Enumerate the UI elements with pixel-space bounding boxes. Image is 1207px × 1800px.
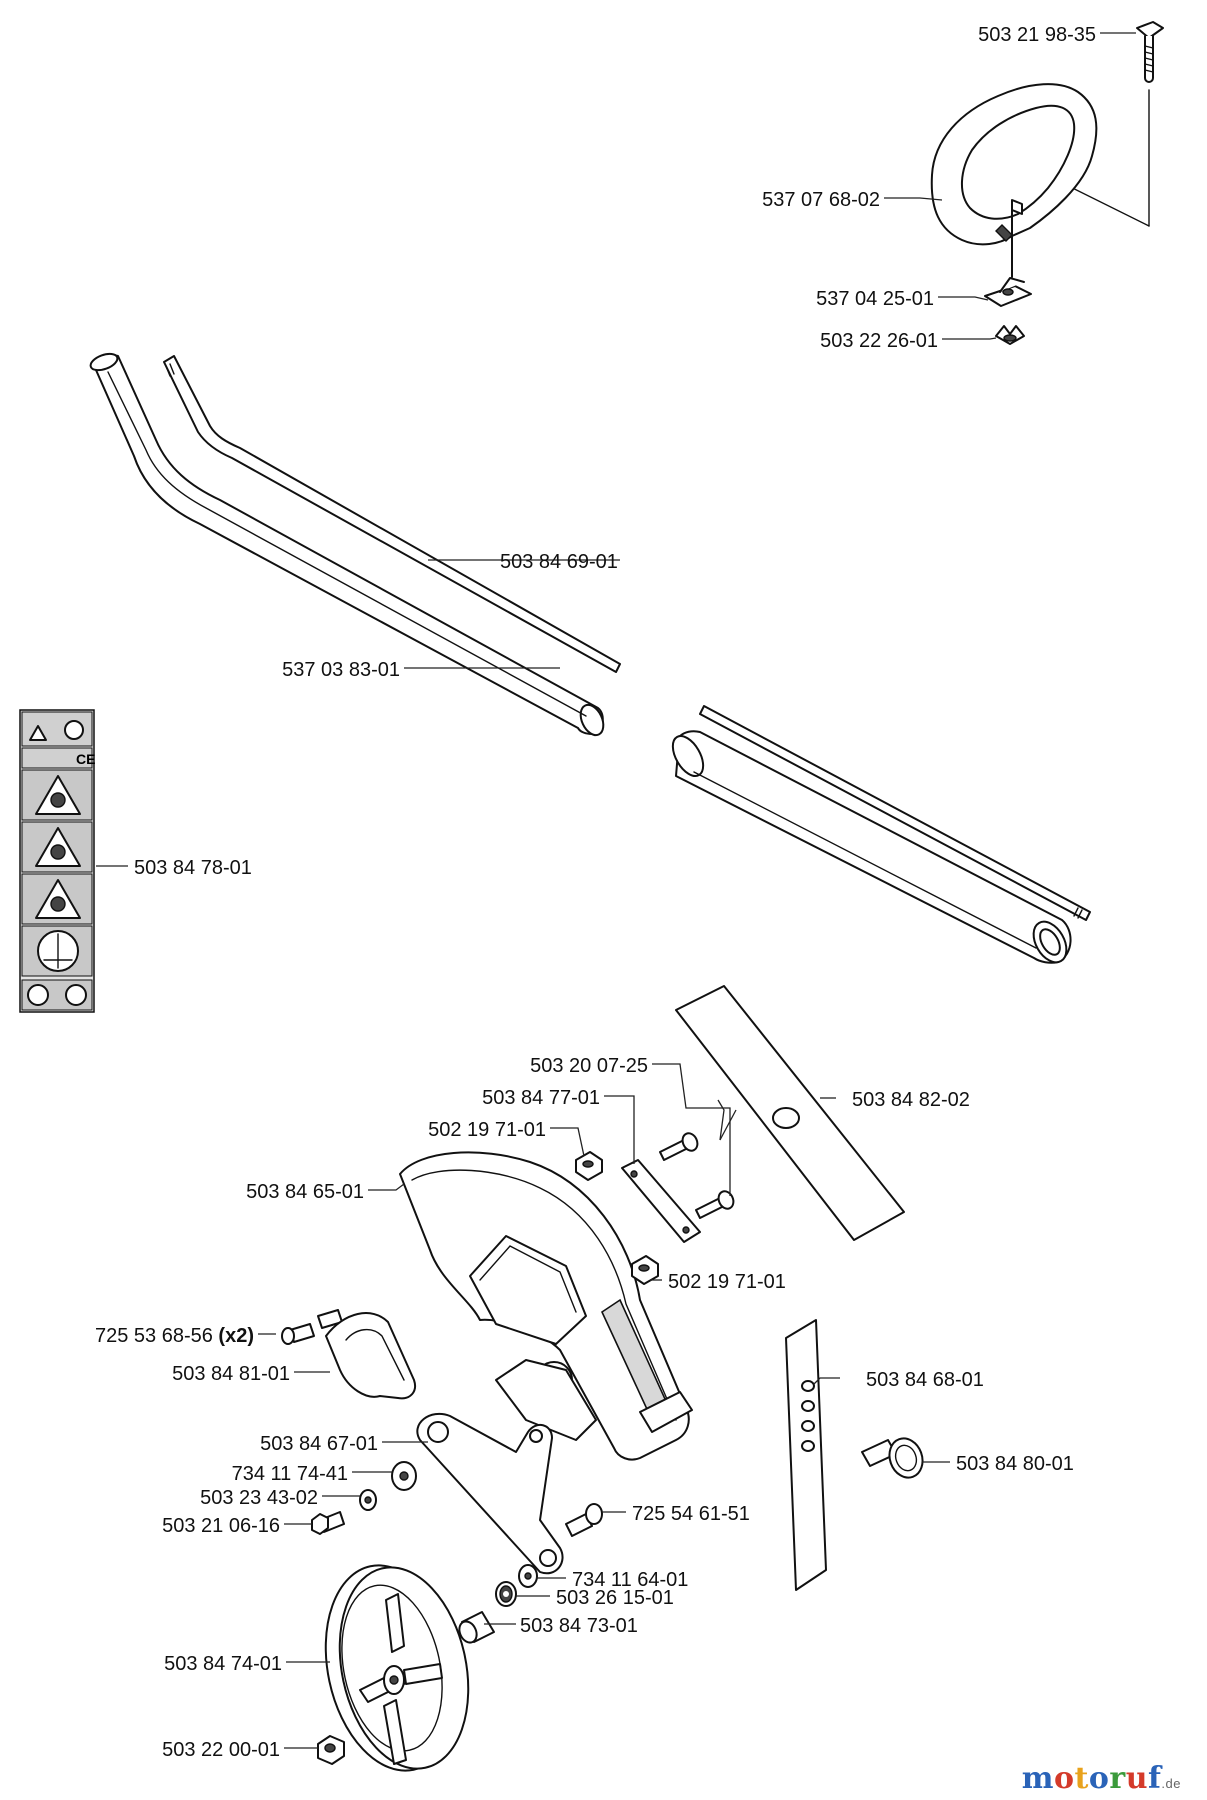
label-shaft-clamp: 503 84 81-01 [172, 1363, 290, 1385]
watermark-letter: t [1074, 1761, 1089, 1796]
label-handle: 537 07 68-02 [762, 189, 880, 211]
label-depth-plate: 503 84 68-01 [866, 1369, 984, 1391]
guard-drawing [399, 1151, 693, 1461]
blade-drawing [675, 985, 905, 1241]
label-washer-wheel: 734 11 64-01 [572, 1569, 688, 1591]
label-screw-small: 503 20 07-25 [530, 1055, 648, 1077]
arm-screw-drawing [565, 1503, 603, 1537]
wheel-drawing [324, 1564, 470, 1772]
knob-drawing [861, 1437, 924, 1479]
inner-shaft-drawing [163, 355, 621, 673]
bearing-drawing [495, 1581, 517, 1607]
watermark-letter: o [1054, 1761, 1075, 1796]
wing-nut-drawing [995, 325, 1025, 345]
label-wheel-nut: 503 22 00-01 [162, 1739, 280, 1761]
watermark-letter: f [1148, 1761, 1162, 1796]
wheel-arm-drawing [416, 1412, 564, 1575]
watermark-letter: u [1125, 1761, 1149, 1796]
nut-lower-drawing [631, 1255, 659, 1285]
label-wheel: 503 84 74-01 [164, 1653, 282, 1675]
svg-text:CE: CE [76, 751, 95, 767]
decal-drawing: CE [19, 709, 95, 1013]
lower-inner-shaft-drawing [699, 705, 1091, 921]
label-washer-small: 503 23 43-02 [200, 1487, 318, 1509]
washer-small-drawing [359, 1489, 377, 1511]
blade-plate-drawing [621, 1159, 701, 1243]
washer-large-drawing [391, 1461, 417, 1491]
handle-drawing [930, 83, 1098, 278]
label-washer-large: 734 11 74-41 [232, 1463, 348, 1485]
label-outer-tube: 537 03 83-01 [282, 659, 400, 681]
label-handle-clamp: 537 04 25-01 [816, 288, 934, 310]
watermark-logo: motoruf.de [1022, 1761, 1181, 1796]
label-nut-lower: 502 19 71-01 [668, 1271, 786, 1293]
label-bearing: 503 26 15-01 [556, 1587, 674, 1609]
label-wing-nut: 503 22 26-01 [820, 330, 938, 352]
watermark-letter: o [1088, 1761, 1110, 1796]
washer-wheel-drawing [518, 1564, 538, 1588]
bolt-top-drawing [1136, 21, 1164, 83]
watermark-suffix: .de [1161, 1776, 1181, 1791]
handle-clamp-drawing [984, 277, 1032, 307]
label-knob: 503 84 80-01 [956, 1453, 1074, 1475]
arm-bolt-drawing [311, 1511, 345, 1535]
label-wheel-arm: 503 84 67-01 [260, 1433, 378, 1455]
nut-upper-drawing [575, 1151, 603, 1181]
label-bolt-top: 503 21 98-35 [978, 24, 1096, 46]
label-blade: 503 84 82-02 [852, 1089, 970, 1111]
label-blade-plate: 503 84 77-01 [482, 1087, 600, 1109]
label-clamp-screw: 725 53 68-56 (x2) [95, 1325, 254, 1347]
spacer-drawing [458, 1611, 495, 1644]
watermark-letter: m [1021, 1761, 1054, 1796]
label-arm-screw: 725 54 61-51 [632, 1503, 750, 1525]
lower-tube-drawing [671, 730, 1072, 964]
label-decal: 503 84 78-01 [134, 857, 252, 879]
label-clamp-screw-qty: (x2) [218, 1325, 254, 1347]
depth-plate-drawing [785, 1319, 827, 1591]
label-guard: 503 84 65-01 [246, 1181, 364, 1203]
outer-tube-drawing [89, 352, 605, 737]
shaft-clamp-drawing [325, 1312, 416, 1400]
wheel-nut-drawing [317, 1735, 345, 1765]
label-nut-upper: 502 19 71-01 [428, 1119, 546, 1141]
label-inner-shaft: 503 84 69-01 [500, 551, 618, 573]
watermark-letter: r [1109, 1761, 1126, 1796]
label-arm-bolt: 503 21 06-16 [162, 1515, 280, 1537]
label-clamp-screw-number: 725 53 68-56 [95, 1325, 213, 1347]
clamp-screw-drawing [281, 1309, 343, 1345]
label-spacer: 503 84 73-01 [520, 1615, 638, 1637]
